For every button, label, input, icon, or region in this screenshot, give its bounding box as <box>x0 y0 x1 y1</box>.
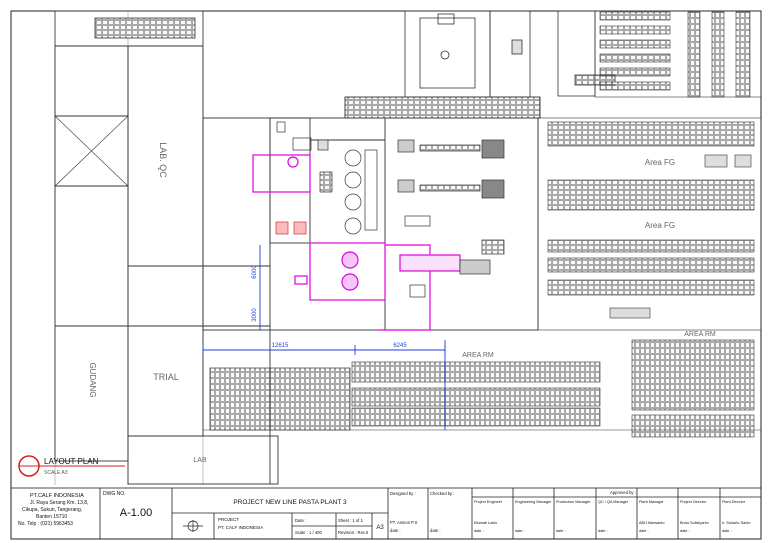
new-line-equipment <box>252 154 461 331</box>
approver-date: date : <box>598 529 608 533</box>
approver-name: Ir. Suharto Santo <box>722 521 751 525</box>
approver-date: date : <box>680 529 690 533</box>
area-rm <box>203 339 761 438</box>
area-label-rm-1: AREA RM <box>462 352 494 359</box>
left-rooms <box>54 45 279 485</box>
date-field: Date : <box>295 518 306 523</box>
area-fg <box>537 117 762 331</box>
top-left-building <box>54 10 204 47</box>
dimension-label-2: 6245 <box>393 343 407 349</box>
top-right-racks <box>594 10 762 98</box>
scale-field: Scale : 1 / 400 <box>295 530 322 535</box>
project-name: PT. CALF INDONESIA <box>218 525 263 530</box>
approver-role: Project Director <box>680 500 707 504</box>
approver-name: Eliswati Lubis <box>474 521 497 525</box>
approver-date: date : <box>474 529 484 533</box>
checked-by-label: Checked by : <box>430 491 454 496</box>
designed-by-label: Designed by : <box>390 491 416 496</box>
layout-plan-marker: LAYOUT PLAN SCALE A3 <box>18 455 125 477</box>
layout-plan-scale: SCALE A3 <box>44 470 68 476</box>
approver-name: ABH Marwanto <box>639 521 665 525</box>
lower-left-room <box>209 367 351 431</box>
approver-role: Plant Manager <box>639 500 664 504</box>
dimension-lines <box>202 245 446 430</box>
approver-date: date : <box>639 529 649 533</box>
processing-equipment <box>275 121 378 235</box>
room-label-trial: TRIAL <box>153 372 179 382</box>
sheet-field: Sheet : 1 of 1 <box>338 518 364 523</box>
approver-role: Production Manager <box>556 500 591 504</box>
title-block <box>10 487 762 540</box>
designer-date: date : <box>390 528 400 533</box>
top-center-building <box>404 10 616 98</box>
dimension-label-4: 3000 <box>252 308 258 322</box>
drawing-number: A-1.00 <box>120 507 152 519</box>
checked-date: date : <box>430 528 440 533</box>
dimension-label-3: 6000 <box>252 265 258 279</box>
room-label-lab: LAB <box>193 457 207 464</box>
layout-plan-title: LAYOUT PLAN <box>44 457 99 466</box>
room-label-gudang: GUDANG <box>88 362 97 397</box>
revision-field: Revision : Rev.0 <box>338 530 369 535</box>
approver-date: date : <box>556 529 566 533</box>
area-label-fg-2: Area FG <box>645 221 675 230</box>
area-label-rm-2: AREA RM <box>684 331 716 338</box>
company-name: PT.CALF INDONESIA <box>30 493 84 499</box>
approver-date: date : <box>722 529 732 533</box>
approver-role: QC / QA Manager <box>598 500 629 504</box>
approver-role: Project Engineer <box>474 500 503 504</box>
approver-role: Plant Director <box>722 500 746 504</box>
company-address-2: Cikupa, Sukun, Tangerang, <box>22 507 82 513</box>
company-address-3: Banten 15710 <box>36 514 67 520</box>
extrusion-lines <box>397 139 505 298</box>
designer-name: PT. Aninon P.S <box>390 520 418 525</box>
approver-columns: Project Engineer Engineering Manager Pro… <box>474 500 751 533</box>
project-label: PROJECT <box>218 517 239 522</box>
approver-date: date : <box>515 529 525 533</box>
column-grid <box>54 11 204 485</box>
area-label-fg-1: Area FG <box>645 158 675 167</box>
room-label-lab-qc: LAB. QC <box>158 142 168 178</box>
company-address-1: Jl. Raya Serang Km. 13,8, <box>30 500 88 506</box>
dimension-label-1: 12615 <box>272 343 289 349</box>
project-title: PROJECT NEW LINE PASTA PLANT 3 <box>233 499 347 506</box>
paper-size: A3 <box>376 525 384 531</box>
approver-role: Engineering Manager <box>515 500 552 504</box>
company-phone: No. Telp : (021) 5963453 <box>18 521 73 527</box>
company-logo-icon <box>183 520 203 532</box>
approver-name: Broto Sulistyanto <box>680 521 709 525</box>
approved-by-label: Approved by : <box>610 490 636 495</box>
drawing-number-label: DWG NO. <box>103 491 126 497</box>
